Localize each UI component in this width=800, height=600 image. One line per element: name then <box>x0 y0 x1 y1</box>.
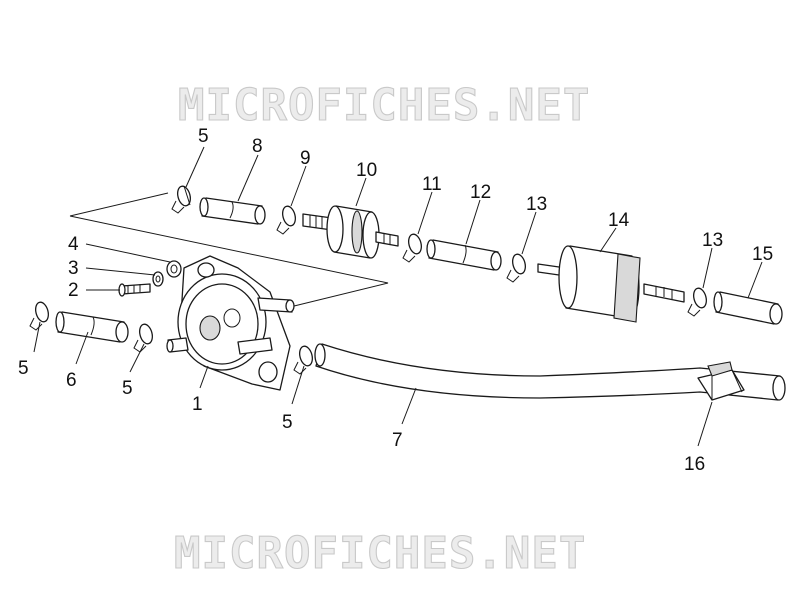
fuel-hose-12 <box>426 239 502 271</box>
callout-13-left: 13 <box>526 194 547 215</box>
hose-clamp-13-right <box>687 287 707 317</box>
fuel-hose-8 <box>199 197 266 225</box>
callout-2: 2 <box>68 280 79 301</box>
watermark-top: MICROFICHES.NET <box>178 80 590 131</box>
callout-3: 3 <box>68 258 79 279</box>
callout-5-top: 5 <box>198 126 209 147</box>
fuel-filter-10 <box>302 205 399 259</box>
callout-4: 4 <box>68 234 79 255</box>
callout-14: 14 <box>608 210 630 231</box>
hose-clamp-5-right <box>293 345 313 375</box>
callout-8: 8 <box>252 136 263 157</box>
callout-5-right: 5 <box>282 412 293 433</box>
fuel-hose-15 <box>713 291 783 325</box>
washer-4 <box>166 260 182 278</box>
callout-5-middle: 5 <box>122 378 133 399</box>
callout-6: 6 <box>66 370 77 391</box>
callout-10: 10 <box>356 160 377 181</box>
hose-clip-16 <box>697 361 745 401</box>
hose-clamp-9 <box>276 205 296 235</box>
callout-13-right: 13 <box>702 230 723 251</box>
callout-5-left: 5 <box>18 358 29 379</box>
fuel-filter-14 <box>537 245 685 323</box>
watermark-bottom: MICROFICHES.NET <box>174 528 586 579</box>
callout-11: 11 <box>422 174 442 195</box>
hose-clamp-5-top <box>171 185 191 214</box>
assembly-bracket-line <box>69 192 389 308</box>
hose-clamp-11 <box>402 233 422 263</box>
screw-2 <box>118 283 151 297</box>
hose-clamp-5-middle <box>133 323 153 353</box>
fuel-hose-6 <box>55 311 129 343</box>
callout-7: 7 <box>392 430 403 451</box>
callout-12: 12 <box>470 182 491 203</box>
callout-1: 1 <box>192 394 203 415</box>
fuel-pump-1 <box>166 255 295 391</box>
fuel-hose-7 <box>314 343 786 401</box>
callout-16: 16 <box>684 454 705 475</box>
washer-3 <box>152 271 164 287</box>
callout-15: 15 <box>752 244 773 265</box>
leader-lines <box>33 146 763 447</box>
hose-clamp-13-left <box>506 253 526 283</box>
callout-9: 9 <box>300 148 311 169</box>
hose-clamp-5-left <box>29 301 49 331</box>
